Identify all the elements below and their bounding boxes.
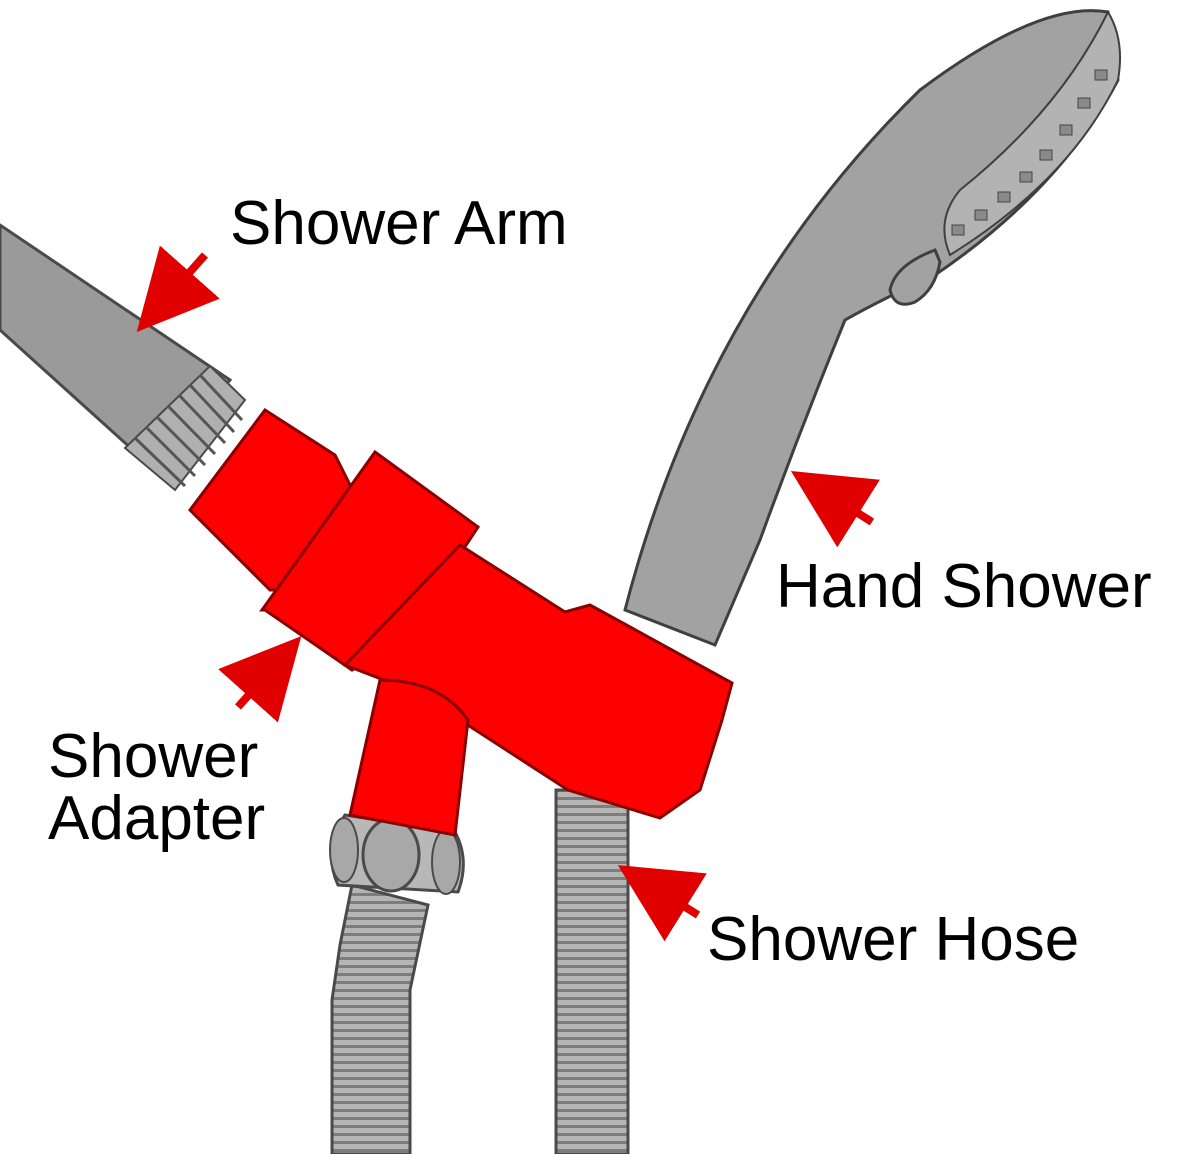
arrow-hand-shower [790, 470, 880, 548]
shower-hose-left [330, 883, 430, 1154]
shower-arm-thread [123, 364, 247, 492]
arrow-shower-adapter [218, 636, 302, 723]
shower-arm-pipe [0, 223, 247, 492]
label-shower-hose: Shower Hose [707, 905, 1080, 974]
arrow-shower-arm [136, 245, 220, 332]
label-shower-adapter-line1: Shower [48, 722, 259, 791]
hand-shower [623, 9, 1121, 647]
label-shower-arm: Shower Arm [230, 189, 568, 258]
label-shower-adapter: Shower Adapter [48, 726, 308, 850]
label-hand-shower: Hand Shower [776, 552, 1152, 621]
hose-hex-nut [329, 813, 465, 895]
arrow-shower-hose [617, 865, 707, 942]
shower-adapter [188, 407, 734, 837]
label-shower-adapter-line2: Adapter [48, 784, 266, 853]
shower-hose-right [554, 788, 630, 1154]
